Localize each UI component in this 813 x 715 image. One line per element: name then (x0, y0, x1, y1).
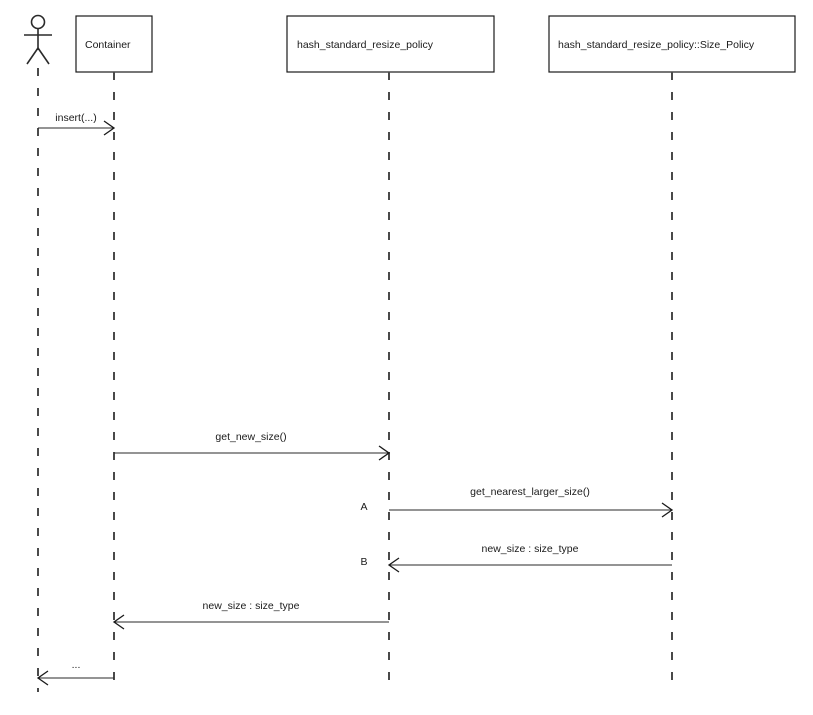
message-get-new-size[interactable]: get_new_size() (114, 431, 391, 461)
message-label-ellipsis-return: ... (72, 659, 81, 671)
lifeline-box-size-policy[interactable] (548, 15, 796, 73)
message-get-nearest-larger-size[interactable]: A get_nearest_larger_size() (360, 486, 674, 518)
lifeline-label-policy: hash_standard_resize_policy (297, 39, 434, 51)
message-ellipsis-return[interactable]: ... (36, 659, 114, 686)
lifeline-header-container[interactable]: Container (75, 15, 153, 73)
message-marker-b: B (360, 556, 367, 568)
actor-leg-right-line (37, 47, 50, 65)
lifeline-header-size-policy[interactable]: hash_standard_resize_policy::Size_Policy (548, 15, 796, 73)
message-return-new-size-inner[interactable]: B new_size : size_type (360, 543, 672, 573)
message-return-new-size-outer[interactable]: new_size : size_type (112, 600, 389, 630)
message-label-insert: insert(...) (55, 112, 96, 124)
message-arrowhead-get-new-size (378, 445, 391, 461)
actor-head-icon (30, 14, 46, 30)
message-label-return-new-size-inner: new_size : size_type (482, 543, 579, 555)
message-arrowhead-return-new-size-outer (112, 614, 125, 630)
message-arrowhead-return-new-size-inner (387, 557, 400, 573)
message-arrowhead-insert (103, 120, 116, 136)
message-label-return-new-size-outer: new_size : size_type (203, 600, 300, 612)
message-label-get-nearest-larger-size: get_nearest_larger_size() (470, 486, 590, 498)
message-arrowhead-get-nearest-larger-size (661, 502, 674, 518)
actor-figure (24, 14, 52, 65)
lifeline-box-container[interactable] (75, 15, 153, 73)
lifeline-label-size-policy: hash_standard_resize_policy::Size_Policy (558, 39, 755, 51)
message-insert[interactable]: insert(...) (38, 112, 116, 136)
message-label-get-new-size: get_new_size() (215, 431, 286, 443)
actor-leg-left-line (26, 47, 39, 65)
lifeline-header-policy[interactable]: hash_standard_resize_policy (286, 15, 495, 73)
lifeline-box-policy[interactable] (286, 15, 495, 73)
message-marker-a: A (360, 501, 367, 513)
lifeline-label-container: Container (85, 39, 131, 51)
message-arrowhead-ellipsis-return (36, 670, 49, 686)
